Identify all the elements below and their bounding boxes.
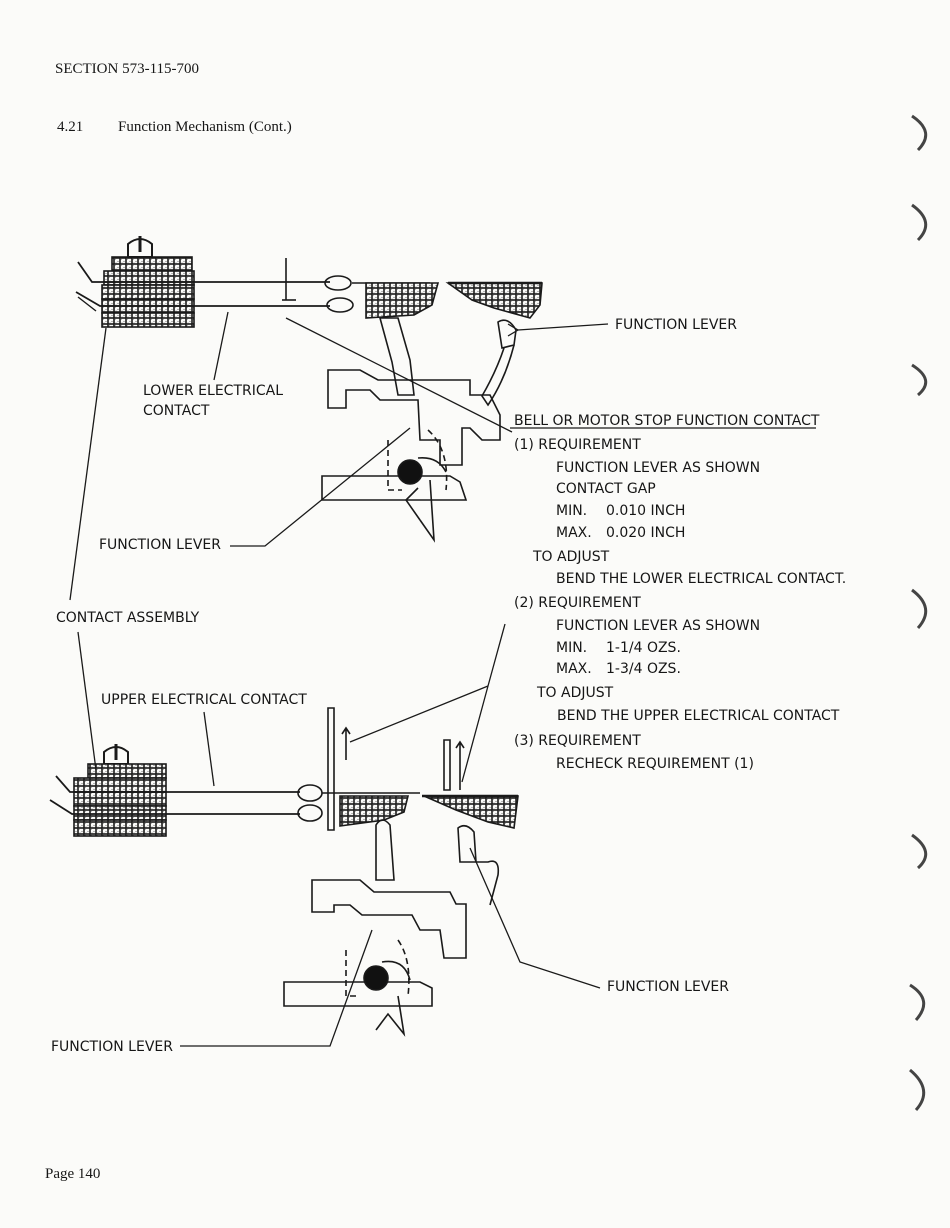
upper-electrical-contact-label: UPPER ELECTRICAL CONTACT: [101, 692, 307, 708]
contact-assembly-label: CONTACT ASSEMBLY: [56, 610, 200, 626]
adjust-1-heading: TO ADJUST: [533, 549, 610, 565]
requirement-2-min-label: MIN.: [556, 640, 588, 656]
function-lever-label-lower-right: FUNCTION LEVER: [607, 979, 729, 995]
upper-contact-assembly: [75, 236, 430, 328]
binding-holes: [909, 114, 928, 1112]
instruction-title: BELL OR MOTOR STOP FUNCTION CONTACT: [514, 413, 820, 429]
requirement-2: (2) REQUIREMENT: [514, 595, 641, 611]
function-lever-label-upper-left: FUNCTION LEVER: [99, 537, 221, 553]
lower-electrical-contact-label-line2: CONTACT: [143, 403, 210, 419]
section-number: SECTION 573-115-700: [55, 61, 200, 77]
requirement-1-min-label: MIN.: [556, 503, 588, 519]
lower-function-block: [283, 794, 519, 1037]
requirement-1: (1) REQUIREMENT: [514, 437, 641, 453]
requirement-1-max-value: 0.020 INCH: [606, 525, 686, 541]
upper-leader-lines: [69, 311, 609, 601]
lower-electrical-contact-label-line1: LOWER ELECTRICAL: [143, 383, 284, 399]
paragraph-title: Function Mechanism (Cont.): [118, 119, 292, 135]
upper-function-block: [321, 281, 543, 543]
requirement-1-line1: FUNCTION LEVER AS SHOWN: [556, 460, 761, 476]
requirement-1-min-value: 0.010 INCH: [606, 503, 686, 519]
requirement-2-min-value: 1-1/4 OZS.: [606, 640, 681, 656]
requirement-2-max-value: 1-3/4 OZS.: [606, 661, 681, 677]
function-lever-label-upper-right: FUNCTION LEVER: [615, 317, 737, 333]
function-lever-label-lower-left: FUNCTION LEVER: [51, 1039, 173, 1055]
requirement-2-max-label: MAX.: [556, 661, 592, 677]
paragraph-number: 4.21: [57, 119, 84, 135]
adjust-1-text: BEND THE LOWER ELECTRICAL CONTACT.: [556, 571, 847, 587]
lower-contact-assembly: [49, 707, 465, 837]
adjust-2-heading: TO ADJUST: [537, 685, 614, 701]
requirement-1-max-label: MAX.: [556, 525, 592, 541]
lower-leader-lines: [77, 427, 816, 1047]
requirement-2-line1: FUNCTION LEVER AS SHOWN: [556, 618, 761, 634]
adjust-2-text: BEND THE UPPER ELECTRICAL CONTACT: [557, 708, 840, 724]
requirement-3: (3) REQUIREMENT: [514, 733, 641, 749]
page-number: Page 140: [45, 1166, 101, 1182]
requirement-1-line2: CONTACT GAP: [556, 481, 656, 497]
requirement-3-text: RECHECK REQUIREMENT (1): [556, 756, 754, 772]
